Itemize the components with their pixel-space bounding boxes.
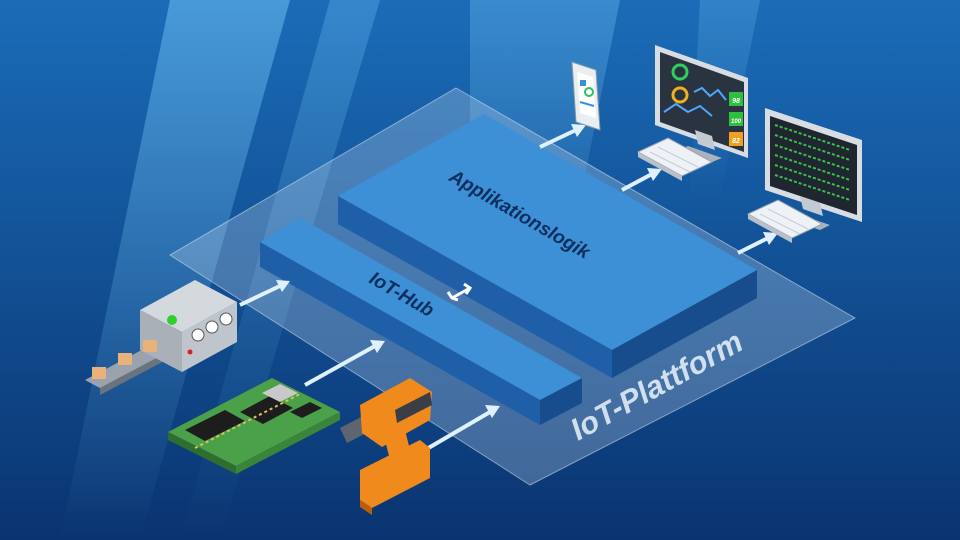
output-arrows <box>539 124 778 255</box>
dashboard-monitor-icon: 98 100 82 <box>655 45 748 162</box>
device-arrows <box>239 280 500 452</box>
conveyor-machine-icon <box>85 280 237 395</box>
keyboard-icon <box>636 137 714 181</box>
monitor-value-1: 98 <box>732 98 740 105</box>
code-monitor-icon <box>765 108 862 230</box>
circuit-board-icon <box>168 378 340 474</box>
power-drill-icon <box>340 378 432 515</box>
tablet-icon <box>571 61 601 131</box>
application-logic-layer <box>338 114 757 378</box>
iot-hub-layer <box>260 218 582 425</box>
keyboard-icon <box>746 199 824 243</box>
monitor-value-2: 100 <box>731 119 742 125</box>
monitor-value-3: 82 <box>732 138 740 145</box>
bidirectional-arrow-icon <box>446 282 473 302</box>
